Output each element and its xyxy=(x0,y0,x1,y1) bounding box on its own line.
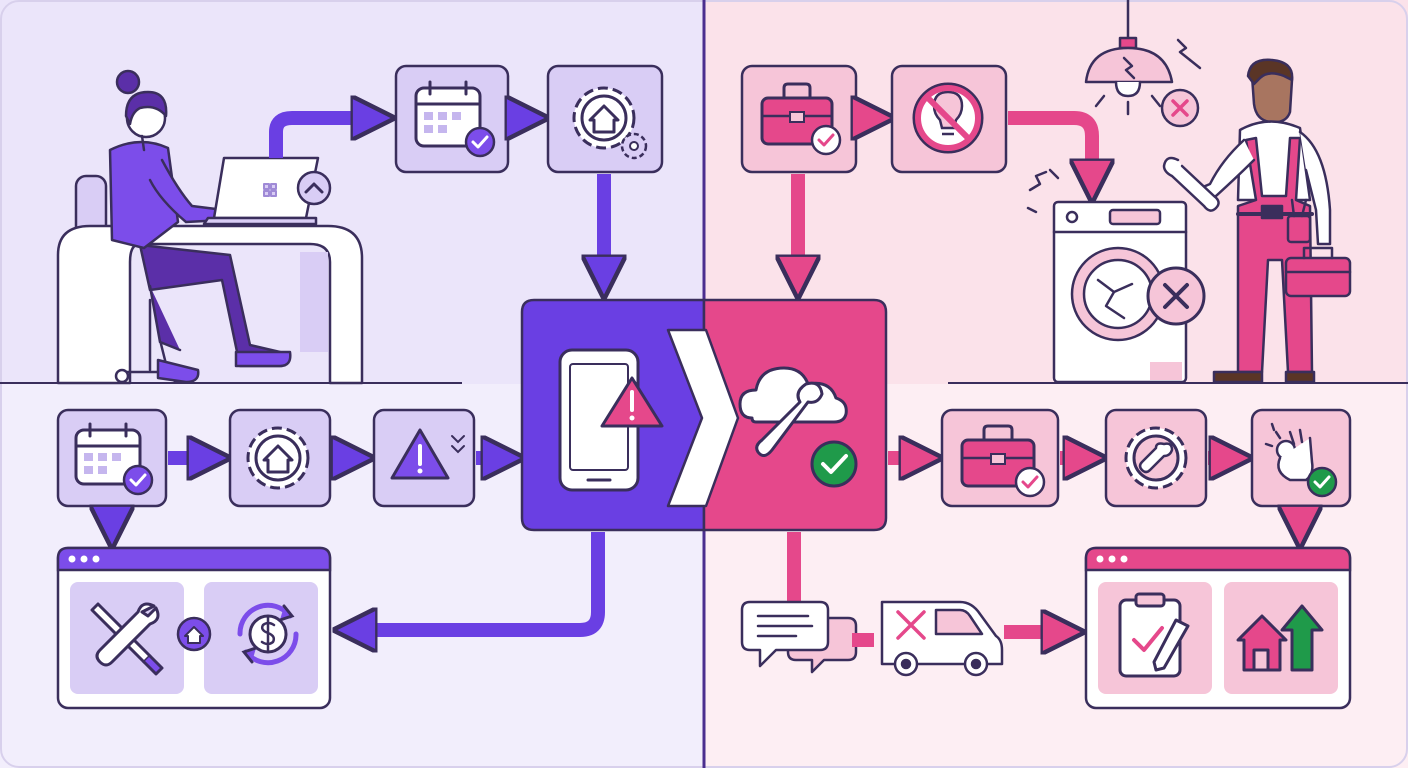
home-icon xyxy=(176,616,212,652)
chevron-up-badge-icon xyxy=(296,170,332,206)
result-window-left xyxy=(56,546,332,710)
toolbox-check-icon xyxy=(960,424,1046,498)
tile-toolbox-middle xyxy=(940,408,1060,508)
tile-no-power-top xyxy=(890,64,1008,174)
home-value-up-icon xyxy=(1236,604,1324,672)
center-hub xyxy=(520,298,888,532)
chevron-divider xyxy=(666,328,740,508)
tile-warning-middle xyxy=(372,408,476,508)
broken-washer-illustration xyxy=(1026,168,1188,384)
result-window-right xyxy=(1084,546,1352,710)
arrow-hub-to-left-window xyxy=(346,532,605,630)
cloud-wrench-check-icon xyxy=(738,366,858,488)
money-cycle-icon xyxy=(237,602,299,666)
tile-ok-hand-middle xyxy=(1250,408,1352,508)
technician-illustration xyxy=(1162,58,1352,384)
person-at-desk-illustration xyxy=(56,69,364,385)
tile-home-gear-middle xyxy=(228,408,332,508)
tools-icon xyxy=(90,602,164,676)
warning-icon xyxy=(390,428,465,480)
arrow-laptop-to-calendar xyxy=(269,118,382,158)
arrow-nopower-to-washer xyxy=(1008,111,1092,190)
tile-toolbox-top xyxy=(740,64,858,174)
calendar-check-icon xyxy=(414,80,496,158)
broken-lamp-illustration xyxy=(1084,0,1202,116)
clipboard-check-icon xyxy=(1118,592,1190,678)
tile-home-gear-top xyxy=(546,64,664,174)
no-power-icon xyxy=(912,82,984,154)
tile-calendar-middle xyxy=(56,408,168,508)
close-badge-icon xyxy=(1160,88,1200,128)
home-gear-icon xyxy=(246,426,310,490)
washer-error-icon xyxy=(1146,266,1206,326)
toolbox-check-icon xyxy=(760,82,842,156)
ok-hand-check-icon xyxy=(1264,422,1338,498)
service-van-icon xyxy=(880,600,1004,677)
tile-calendar-top xyxy=(394,64,510,174)
wrench-gear-icon xyxy=(1124,426,1188,490)
smartphone-warning-icon xyxy=(558,348,664,492)
home-gear-icon xyxy=(572,86,648,160)
chat-icon xyxy=(740,600,858,674)
tile-wrench-gear-middle xyxy=(1104,408,1208,508)
calendar-check-icon xyxy=(74,422,154,496)
